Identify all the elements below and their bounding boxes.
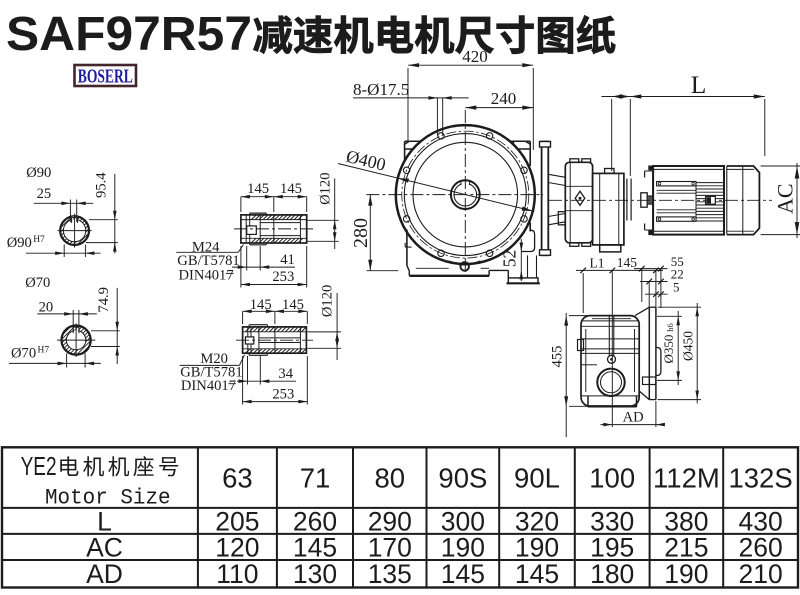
- svg-text:420: 420: [462, 47, 488, 66]
- svg-text:Ø70: Ø70: [25, 275, 50, 291]
- svg-text:132S: 132S: [728, 462, 792, 493]
- svg-text:52: 52: [499, 250, 519, 268]
- svg-text:AC: AC: [86, 532, 123, 562]
- svg-text:240: 240: [491, 89, 517, 108]
- svg-text:145: 145: [293, 532, 337, 562]
- svg-text:145: 145: [280, 181, 302, 197]
- svg-text:455: 455: [550, 346, 566, 368]
- svg-text:GB/T5781: GB/T5781: [177, 253, 239, 269]
- svg-text:210: 210: [738, 559, 782, 589]
- svg-text:GB/T5781: GB/T5781: [180, 364, 242, 380]
- svg-text:Ø90: Ø90: [26, 165, 51, 181]
- svg-text:h6: h6: [665, 323, 675, 332]
- svg-text:BOSERL: BOSERL: [78, 66, 133, 87]
- svg-text:20: 20: [39, 300, 54, 316]
- svg-text:DIN4017: DIN4017: [179, 268, 234, 284]
- svg-text:90L: 90L: [514, 462, 560, 493]
- svg-text:260: 260: [738, 532, 782, 562]
- svg-text:25: 25: [37, 186, 52, 202]
- svg-text:170: 170: [368, 532, 412, 562]
- svg-text:41: 41: [280, 252, 295, 268]
- svg-text:AC: AC: [772, 183, 797, 214]
- svg-text:Ø120: Ø120: [319, 285, 335, 317]
- svg-text:190: 190: [441, 532, 485, 562]
- svg-text:Ø450: Ø450: [681, 331, 696, 361]
- svg-text:Ø90: Ø90: [7, 235, 32, 251]
- svg-text:430: 430: [738, 506, 782, 536]
- svg-text:190: 190: [664, 559, 708, 589]
- svg-text:253: 253: [272, 269, 294, 285]
- svg-text:74.9: 74.9: [96, 287, 112, 313]
- svg-text:300: 300: [441, 506, 485, 536]
- svg-text:90S: 90S: [438, 462, 487, 493]
- svg-text:34: 34: [278, 366, 293, 382]
- svg-text:8-Ø17.5: 8-Ø17.5: [353, 80, 409, 99]
- svg-text:253: 253: [272, 387, 294, 403]
- svg-text:280: 280: [350, 218, 372, 248]
- svg-text:100: 100: [589, 462, 635, 493]
- svg-text:145: 145: [247, 181, 269, 197]
- svg-text:95.4: 95.4: [94, 172, 110, 198]
- svg-text:71: 71: [300, 462, 331, 493]
- svg-text:145: 145: [282, 297, 304, 313]
- svg-text:H7: H7: [33, 235, 45, 245]
- svg-text:DIN4017: DIN4017: [181, 378, 236, 394]
- svg-text:L: L: [691, 70, 707, 99]
- svg-text:63: 63: [222, 462, 253, 493]
- svg-text:5: 5: [673, 279, 680, 294]
- svg-text:145: 145: [617, 255, 638, 270]
- svg-text:YE2: YE2: [21, 451, 57, 481]
- svg-text:320: 320: [515, 506, 559, 536]
- svg-text:135: 135: [368, 559, 412, 589]
- svg-text:80: 80: [375, 462, 406, 493]
- svg-text:L: L: [97, 506, 112, 536]
- svg-text:22: 22: [671, 267, 684, 282]
- svg-text:112M: 112M: [653, 462, 720, 493]
- svg-text:M24: M24: [192, 240, 220, 256]
- svg-text:SAF97R57: SAF97R57: [6, 8, 252, 61]
- svg-text:55: 55: [671, 254, 684, 269]
- svg-text:L1: L1: [590, 255, 605, 270]
- svg-text:180: 180: [590, 559, 634, 589]
- svg-text:190: 190: [515, 532, 559, 562]
- svg-text:145: 145: [515, 559, 559, 589]
- svg-text:130: 130: [293, 559, 337, 589]
- svg-text:290: 290: [368, 506, 412, 536]
- svg-text:120: 120: [215, 532, 259, 562]
- svg-text:110: 110: [216, 559, 258, 589]
- svg-text:M20: M20: [200, 351, 228, 367]
- svg-text:Ø70: Ø70: [11, 345, 36, 361]
- svg-text:380: 380: [664, 506, 708, 536]
- svg-text:330: 330: [590, 506, 634, 536]
- svg-text:195: 195: [590, 532, 634, 562]
- svg-text:205: 205: [215, 506, 259, 536]
- svg-text:H7: H7: [38, 345, 50, 355]
- svg-text:145: 145: [250, 297, 272, 313]
- svg-text:AD: AD: [623, 409, 644, 425]
- svg-text:215: 215: [664, 532, 708, 562]
- svg-text:Ø120: Ø120: [318, 172, 334, 204]
- svg-text:260: 260: [293, 506, 337, 536]
- svg-text:AD: AD: [86, 559, 123, 589]
- svg-text:Motor Size: Motor Size: [45, 486, 171, 511]
- svg-text:Ø350: Ø350: [661, 335, 676, 364]
- svg-text:145: 145: [441, 559, 485, 589]
